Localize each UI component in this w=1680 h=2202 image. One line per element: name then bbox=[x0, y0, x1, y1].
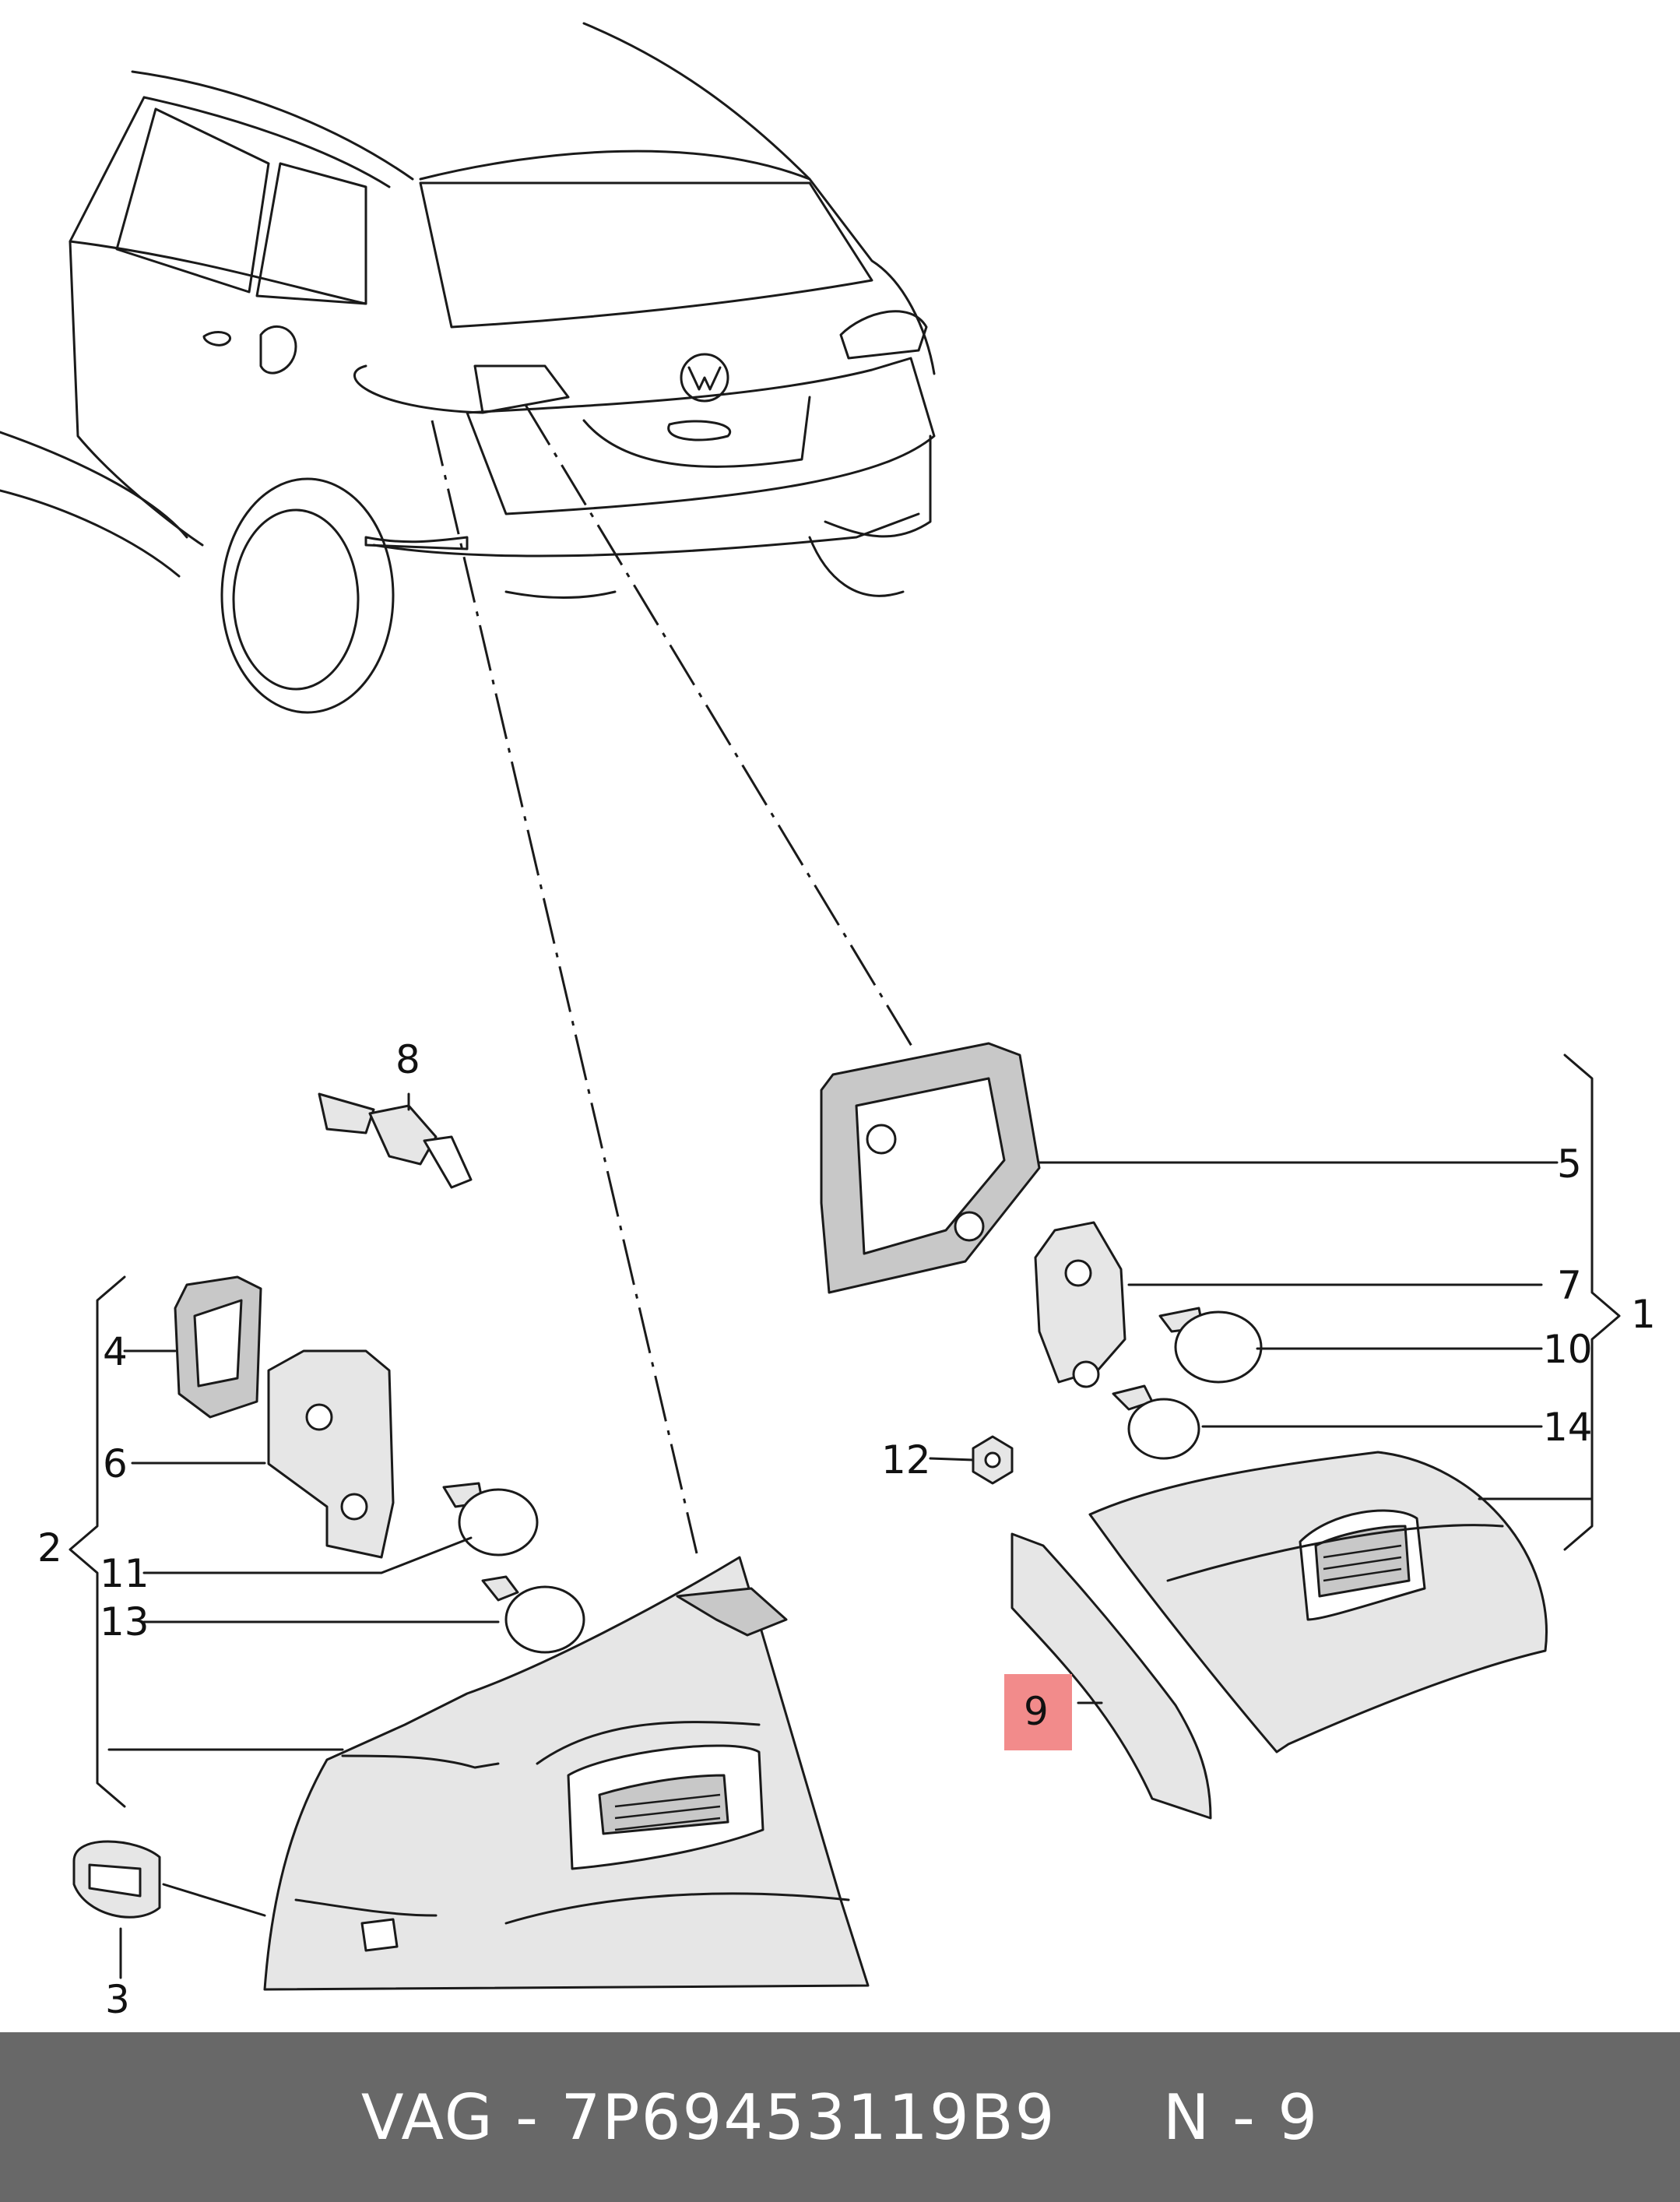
leader-lines bbox=[431, 404, 916, 1554]
callout-3: 3 bbox=[105, 1977, 130, 2022]
callout-11: 11 bbox=[100, 1551, 149, 1596]
callout-9-highlight bbox=[1004, 1674, 1072, 1750]
bracket-group-1 bbox=[1563, 1054, 1621, 1551]
vehicle-outline bbox=[0, 22, 936, 714]
callout-12: 12 bbox=[881, 1437, 931, 1483]
callout-labels: 1 2 3 4 5 6 7 8 9 10 11 12 13 14 bbox=[37, 1037, 1656, 2022]
callout-leaders bbox=[107, 1092, 1594, 1979]
gasket-part-4 bbox=[174, 1275, 262, 1419]
callout-6: 6 bbox=[103, 1441, 128, 1486]
bulb-holder-part-6 bbox=[267, 1349, 395, 1559]
callout-4: 4 bbox=[103, 1329, 128, 1374]
callout-9: 9 bbox=[1024, 1689, 1049, 1734]
bulb-part-13 bbox=[481, 1575, 585, 1654]
socket-part-8 bbox=[318, 1092, 473, 1189]
bracket-group-2 bbox=[69, 1275, 126, 1808]
parts-diagram: 1 2 3 4 5 6 7 8 9 10 11 12 13 14 bbox=[0, 22, 1656, 2022]
grommet-part-3 bbox=[72, 1840, 161, 1919]
callout-7: 7 bbox=[1557, 1263, 1582, 1308]
callout-14: 14 bbox=[1543, 1405, 1593, 1450]
tail-light-part-1 bbox=[1088, 1451, 1548, 1754]
tail-light-part-2 bbox=[263, 1556, 870, 1991]
bulb-holder-part-7 bbox=[1034, 1221, 1126, 1388]
gasket-part-5 bbox=[820, 1042, 1041, 1294]
callout-13: 13 bbox=[100, 1599, 149, 1644]
callout-8: 8 bbox=[395, 1037, 420, 1082]
callout-10: 10 bbox=[1543, 1327, 1593, 1372]
part-number-caption: VAG - 7P69453119B9 N - 9 bbox=[360, 2081, 1320, 2154]
callout-2: 2 bbox=[37, 1525, 62, 1571]
trim-strip-part-9 bbox=[1010, 1532, 1212, 1820]
nut-part-12 bbox=[972, 1435, 1014, 1485]
callout-1: 1 bbox=[1631, 1292, 1656, 1337]
bulb-part-11 bbox=[442, 1482, 539, 1557]
bulb-part-14 bbox=[1112, 1384, 1200, 1460]
callout-5: 5 bbox=[1557, 1141, 1582, 1187]
footer-bar: VAG - 7P69453119B9 N - 9 bbox=[0, 2032, 1680, 2202]
bulb-part-10 bbox=[1158, 1307, 1263, 1384]
